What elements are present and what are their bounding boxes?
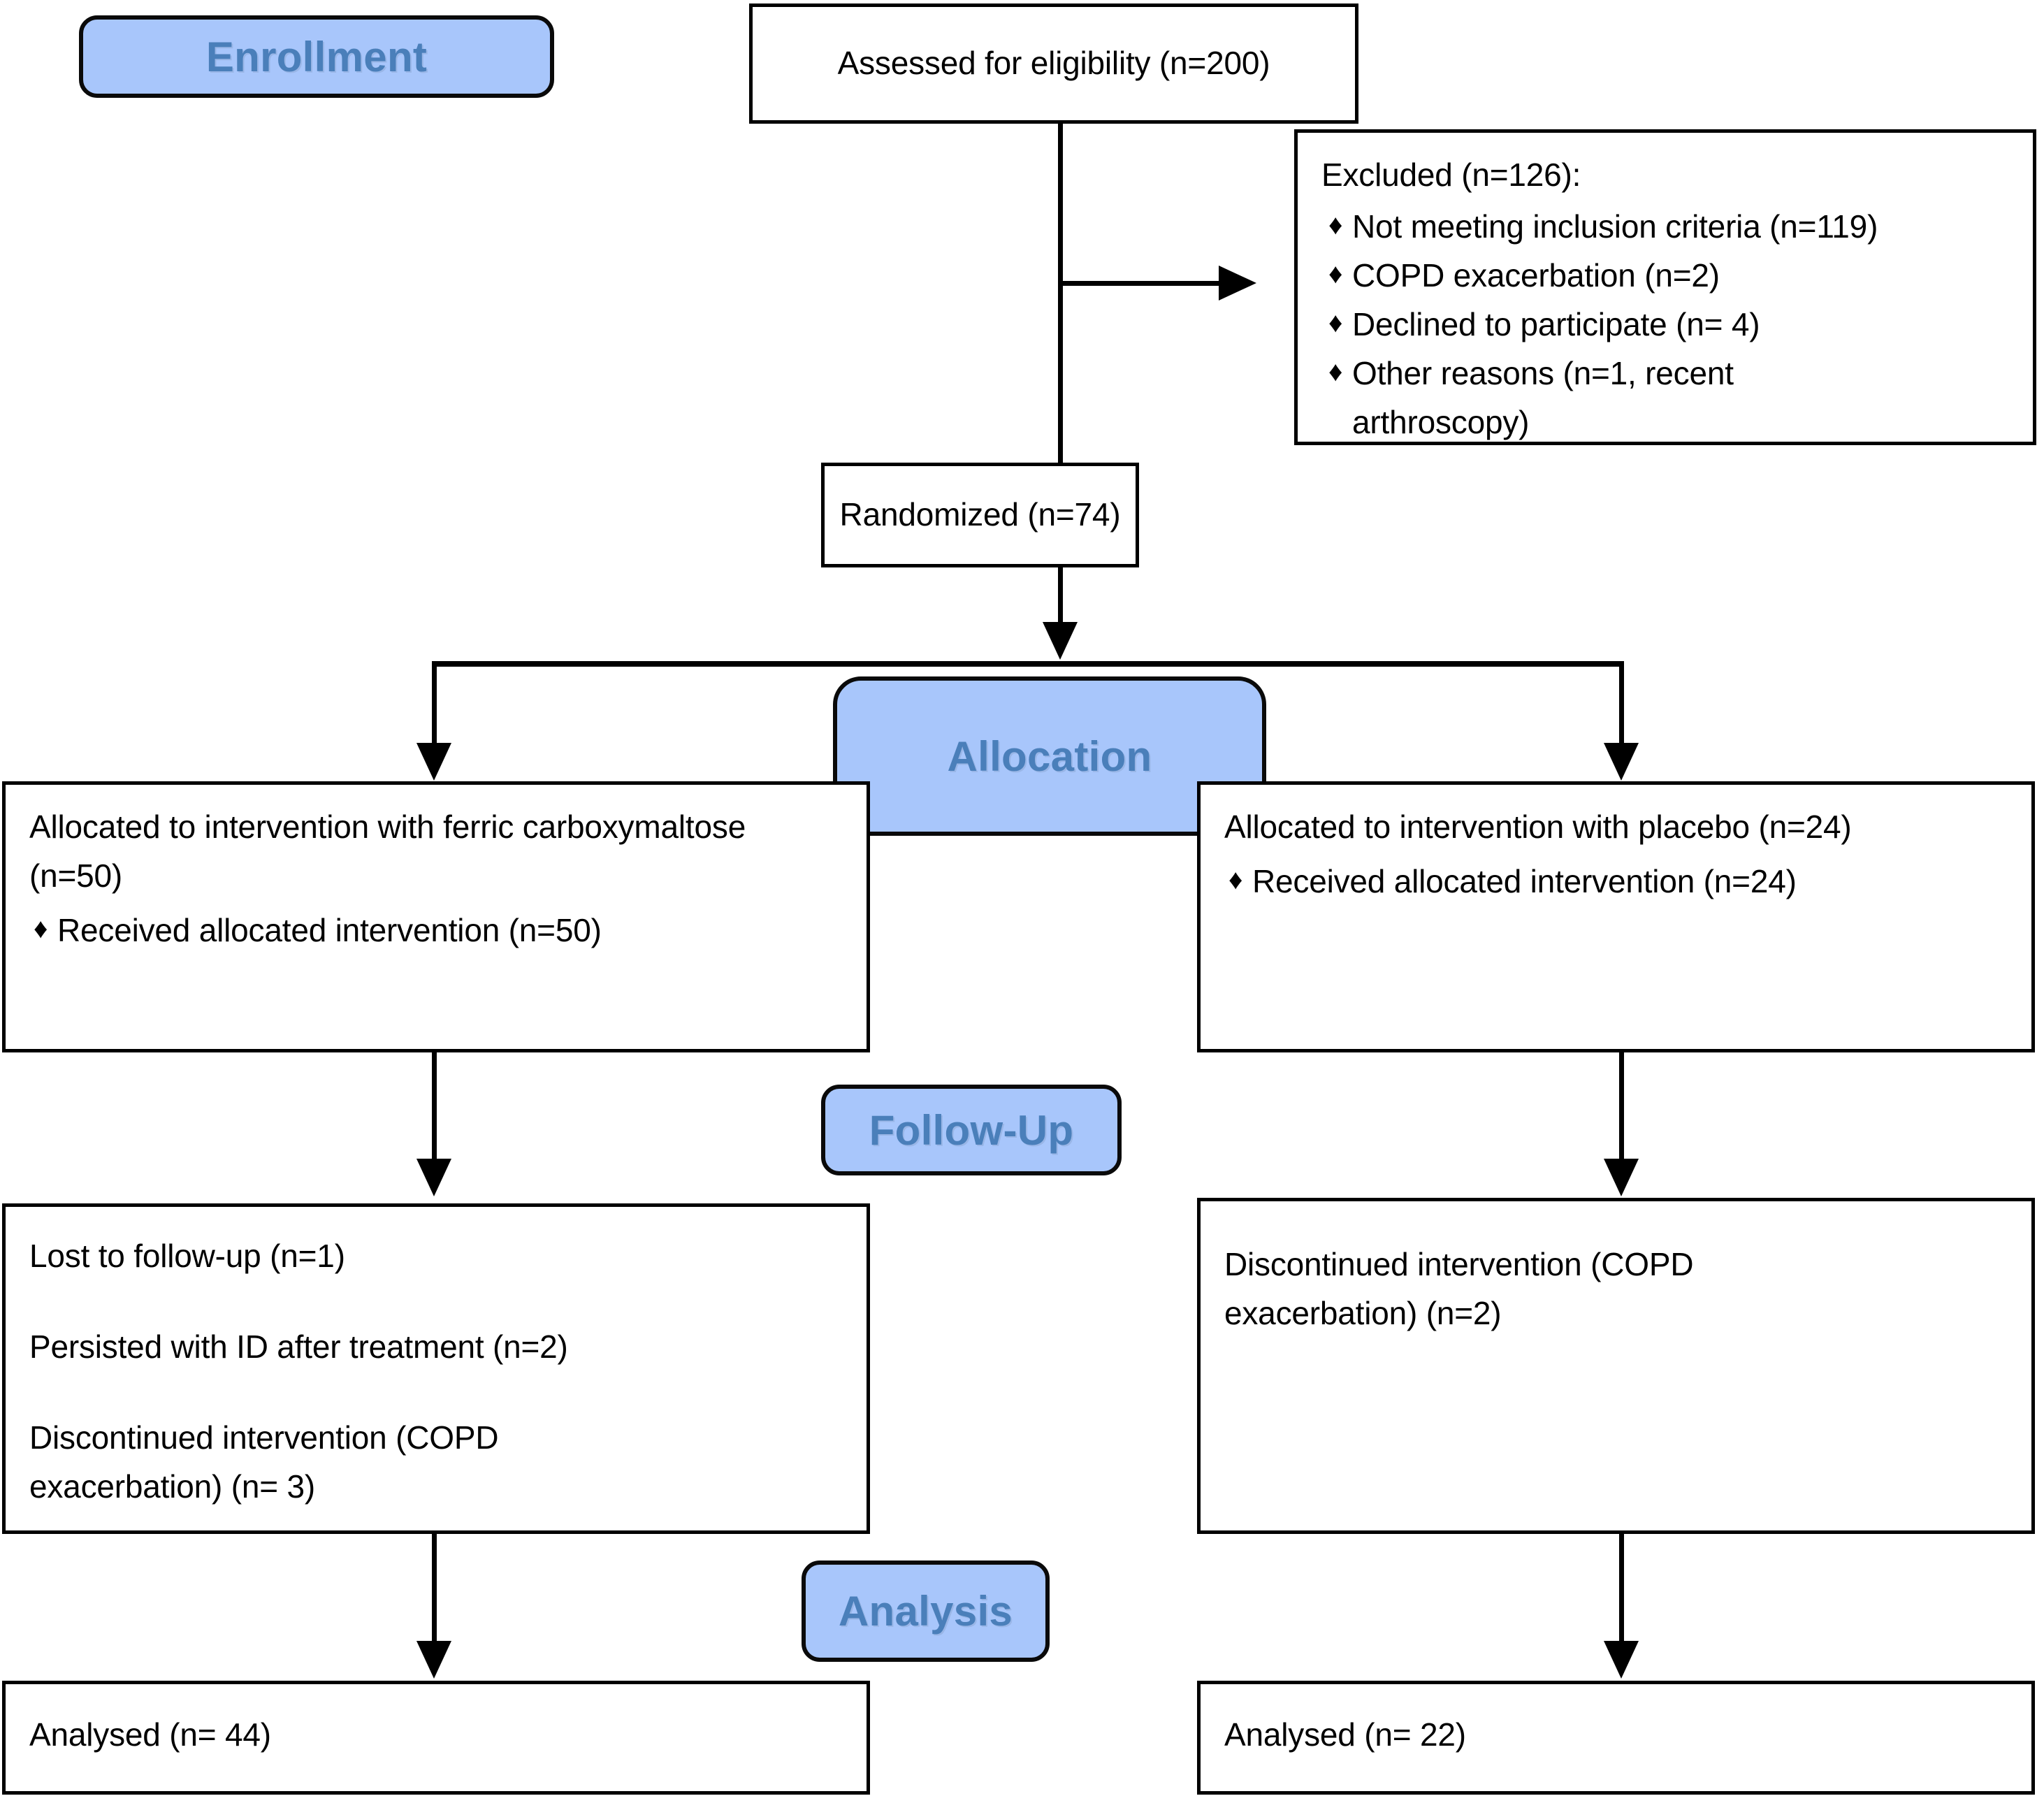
node-excluded: Excluded (n=126): ♦ Not meeting inclusio… (1294, 129, 2036, 445)
node-assessed-for-eligibility: Assessed for eligibility (n=200) (749, 3, 1358, 124)
bullet-diamond-icon: ♦ (1228, 864, 1243, 895)
stage-badge-analysis-label: Analysis (838, 1588, 1013, 1635)
stage-badge-allocation: Allocation (833, 676, 1266, 836)
allocated-left-heading: Allocated to intervention with ferric ca… (29, 809, 746, 894)
bullet-diamond-icon: ♦ (1328, 258, 1343, 289)
stage-badge-allocation-label: Allocation (947, 732, 1152, 780)
stage-badge-enrollment-label: Enrollment (205, 33, 428, 80)
connector-analysis-right-arrowhead (1604, 1641, 1639, 1679)
connector-allocation-right-arrowhead (1604, 743, 1639, 781)
allocated-right-bullet-list: ♦ Received allocated intervention (n=24) (1224, 857, 2008, 906)
list-item: ♦ Other reasons (n=1, recent arthroscopy… (1321, 349, 2009, 447)
node-analysed-right: Analysed (n= 22) (1197, 1681, 2035, 1795)
node-randomized: Randomized (n=74) (821, 463, 1139, 567)
bullet-diamond-icon: ♦ (1328, 307, 1343, 338)
list-item: ♦ COPD exacerbation (n=2) (1321, 252, 2009, 300)
excluded-reason-text: Declined to participate (n= 4) (1352, 305, 1760, 342)
stage-badge-followup-label: Follow-Up (869, 1106, 1074, 1154)
connector-assessed-to-randomized (1058, 124, 1063, 464)
connector-allocation-left-arrowhead (416, 743, 451, 781)
stage-badge-analysis: Analysis (802, 1561, 1050, 1662)
excluded-reason-text: Not meeting inclusion criteria (n=119) (1352, 208, 1878, 245)
stage-badge-enrollment: Enrollment (79, 15, 554, 98)
list-item: ♦ Declined to participate (n= 4) (1321, 300, 2009, 349)
followup-right-line: Discontinued intervention (COPD exacerba… (1224, 1246, 1694, 1331)
node-allocated-left: Allocated to intervention with ferric ca… (2, 781, 870, 1052)
excluded-reason-text: Other reasons (n=1, recent arthroscopy) (1352, 354, 1734, 440)
list-item: ♦ Received allocated intervention (n=50) (29, 906, 843, 955)
connector-followup-left-arrowhead (416, 1159, 451, 1196)
connector-exclusion-arrowhead (1219, 266, 1256, 300)
followup-left-line: Persisted with ID after treatment (n=2) (29, 1328, 568, 1365)
allocated-right-bullet-text: Received allocated intervention (n=24) (1252, 862, 1797, 899)
followup-left-line: Lost to follow-up (n=1) (29, 1238, 345, 1274)
connector-randomized-down (1058, 567, 1063, 626)
node-followup-right: Discontinued intervention (COPD exacerba… (1197, 1198, 2035, 1534)
analysed-left-label: Analysed (n= 44) (29, 1716, 271, 1753)
stage-badge-followup: Follow-Up (821, 1085, 1122, 1175)
connector-analysis-left-down (432, 1534, 437, 1644)
excluded-reason-text: COPD exacerbation (n=2) (1352, 256, 1720, 294)
connector-followup-right-down (1619, 1052, 1624, 1163)
excluded-heading: Excluded (n=126): (1321, 157, 1581, 193)
connector-randomized-arrowhead (1043, 622, 1078, 660)
list-item: ♦ Received allocated intervention (n=24) (1224, 857, 2008, 906)
connector-exclusion-horizontal (1058, 281, 1220, 286)
followup-left-line: Discontinued intervention (COPD exacerba… (29, 1419, 499, 1505)
connector-followup-left-down (432, 1052, 437, 1163)
node-followup-left: Lost to follow-up (n=1) Persisted with I… (2, 1203, 870, 1534)
assessed-label: Assessed for eligibility (n=200) (837, 45, 1270, 82)
allocated-right-heading: Allocated to intervention with placebo (… (1224, 809, 1852, 845)
allocated-left-bullet-text: Received allocated intervention (n=50) (57, 911, 602, 948)
bullet-diamond-icon: ♦ (1328, 356, 1343, 387)
node-analysed-left: Analysed (n= 44) (2, 1681, 870, 1795)
connector-allocation-left-down (432, 661, 437, 748)
bullet-diamond-icon: ♦ (1328, 209, 1343, 240)
analysed-right-label: Analysed (n= 22) (1224, 1716, 1466, 1753)
excluded-reason-list: ♦ Not meeting inclusion criteria (n=119)… (1321, 203, 2009, 447)
connector-allocation-split-bar (432, 661, 1624, 667)
node-allocated-right: Allocated to intervention with placebo (… (1197, 781, 2035, 1052)
connector-followup-right-arrowhead (1604, 1159, 1639, 1196)
bullet-diamond-icon: ♦ (34, 913, 48, 944)
list-item: ♦ Not meeting inclusion criteria (n=119) (1321, 203, 2009, 252)
allocated-left-bullet-list: ♦ Received allocated intervention (n=50) (29, 906, 843, 955)
connector-allocation-right-down (1619, 661, 1624, 748)
randomized-label: Randomized (n=74) (839, 496, 1121, 533)
connector-analysis-left-arrowhead (416, 1641, 451, 1679)
connector-analysis-right-down (1619, 1534, 1624, 1644)
